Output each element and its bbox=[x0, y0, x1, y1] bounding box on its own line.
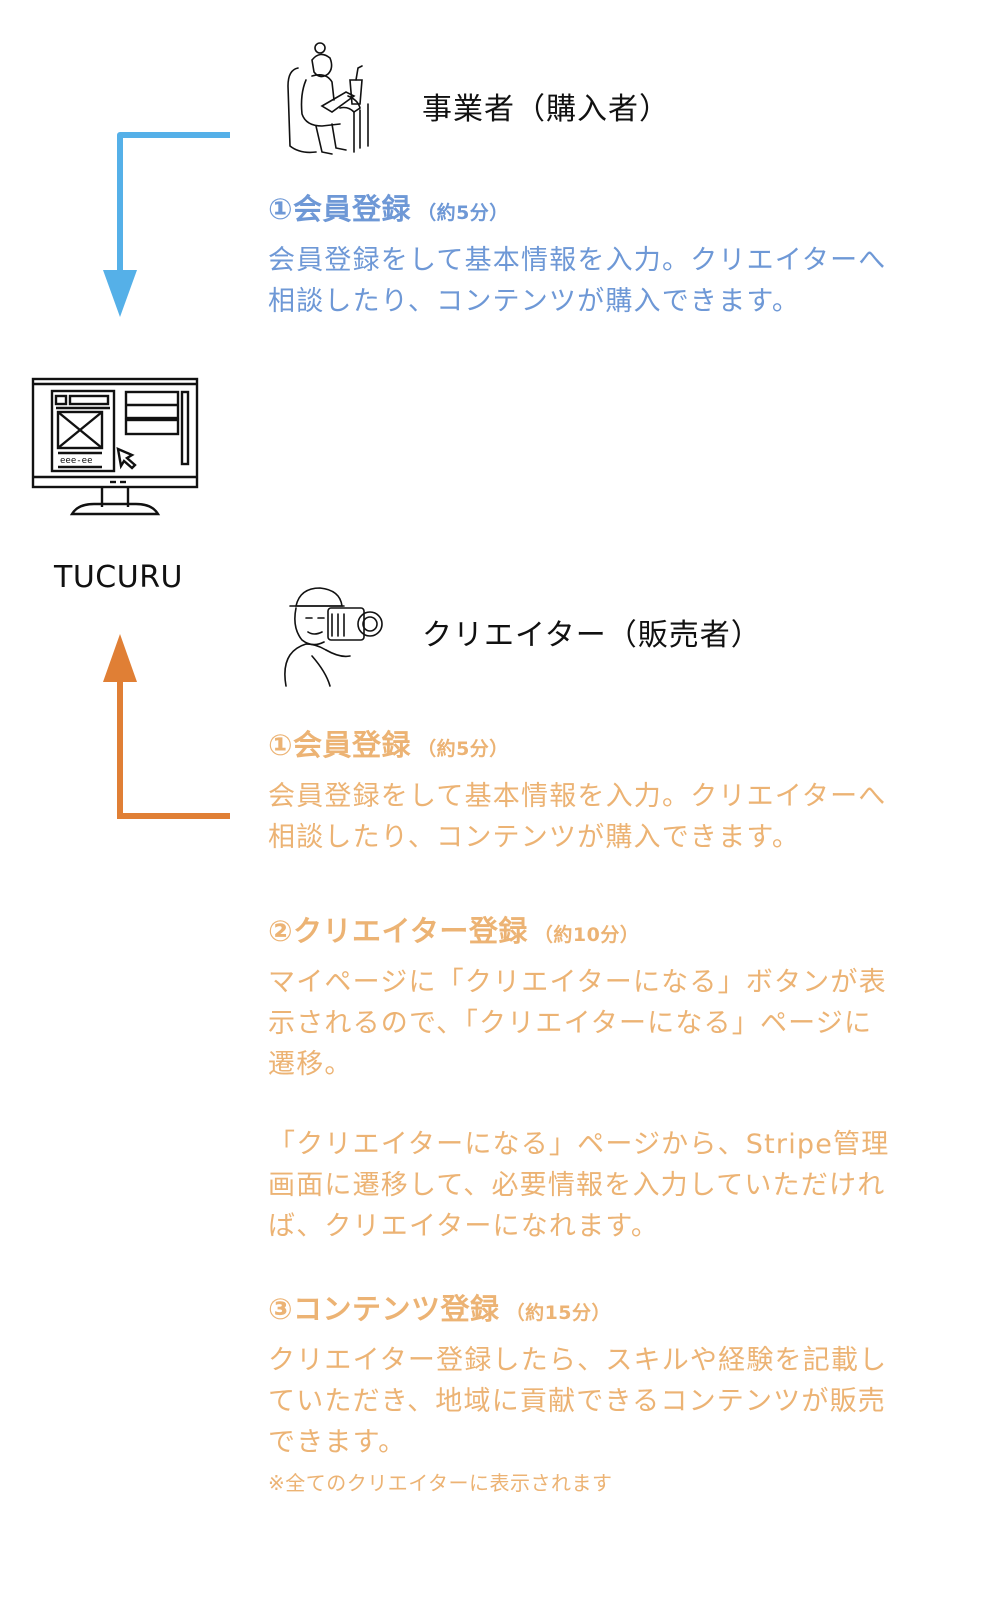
monitor-wireframe-icon: eee-ee bbox=[31, 377, 199, 516]
buyer-step-1-label: ①会員登録 bbox=[268, 192, 412, 226]
desc-line: クリエイター登録したら、スキルや経験を記載し bbox=[268, 1345, 888, 1376]
buyer-flow-arrow bbox=[103, 132, 230, 317]
creator-step-2-description: マイページに「クリエイターになる」ボタンが表 示されるので、「クリエイターになる… bbox=[268, 962, 933, 1085]
creator-role-title: クリエイター（販売者） bbox=[422, 618, 762, 653]
creator-step-1-title: ①会員登録（約5分） bbox=[268, 722, 509, 764]
creator-step-1-label: ①会員登録 bbox=[268, 728, 412, 762]
desc-line: 会員登録をして基本情報を入力。クリエイターへ bbox=[268, 245, 887, 276]
desc-line: 遷移。 bbox=[268, 1049, 353, 1080]
desc-line: 相談したり、コンテンツが購入できます。 bbox=[268, 286, 801, 317]
creator-step-1-description: 会員登録をして基本情報を入力。クリエイターへ 相談したり、コンテンツが購入できま… bbox=[268, 776, 933, 858]
buyer-step-1-description: 会員登録をして基本情報を入力。クリエイターへ 相談したり、コンテンツが購入できま… bbox=[268, 240, 933, 322]
platform-name: TUCURU bbox=[54, 560, 183, 595]
creator-step-3-label: ③コンテンツ登録 bbox=[268, 1292, 500, 1326]
desc-line: ていただき、地域に貢献できるコンテンツが販売 bbox=[268, 1386, 886, 1417]
creator-step-3-duration: （約15分） bbox=[505, 1302, 612, 1324]
creator-step-3-title: ③コンテンツ登録（約15分） bbox=[268, 1286, 611, 1328]
creator-step-3-note: ※全てのクリエイターに表示されます bbox=[268, 1471, 613, 1495]
desc-line: 画面に遷移して、必要情報を入力していただけれ bbox=[268, 1170, 886, 1201]
desc-line: できます。 bbox=[268, 1427, 407, 1458]
creator-step-1-duration: （約5分） bbox=[417, 738, 509, 760]
buyer-role-title: 事業者（購入者） bbox=[422, 92, 670, 127]
desc-line: マイページに「クリエイターになる」ボタンが表 bbox=[268, 967, 887, 998]
desc-line: 示されるので、「クリエイターになる」ページに bbox=[268, 1008, 873, 1039]
creator-step-2-description-2: 「クリエイターになる」ページから、Stripe管理 画面に遷移して、必要情報を入… bbox=[268, 1124, 933, 1247]
creator-step-3-description: クリエイター登録したら、スキルや経験を記載し ていただき、地域に貢献できるコンテ… bbox=[268, 1340, 933, 1463]
svg-text:eee-ee: eee-ee bbox=[60, 456, 93, 466]
buyer-step-1-duration: （約5分） bbox=[417, 202, 509, 224]
photographer-with-camera-icon bbox=[284, 587, 383, 687]
creator-step-2-label: ②クリエイター登録 bbox=[268, 914, 528, 948]
creator-flow-arrow bbox=[103, 634, 230, 819]
person-with-laptop-icon bbox=[287, 42, 369, 155]
desc-line: ば、クリエイターになれます。 bbox=[268, 1211, 660, 1242]
desc-line: 相談したり、コンテンツが購入できます。 bbox=[268, 822, 801, 853]
desc-line: 「クリエイターになる」ページから、Stripe管理 bbox=[268, 1129, 890, 1160]
creator-step-2-title: ②クリエイター登録（約10分） bbox=[268, 908, 639, 950]
desc-line: 会員登録をして基本情報を入力。クリエイターへ bbox=[268, 781, 887, 812]
creator-step-2-duration: （約10分） bbox=[533, 924, 640, 946]
buyer-step-1-title: ①会員登録（約5分） bbox=[268, 186, 509, 228]
